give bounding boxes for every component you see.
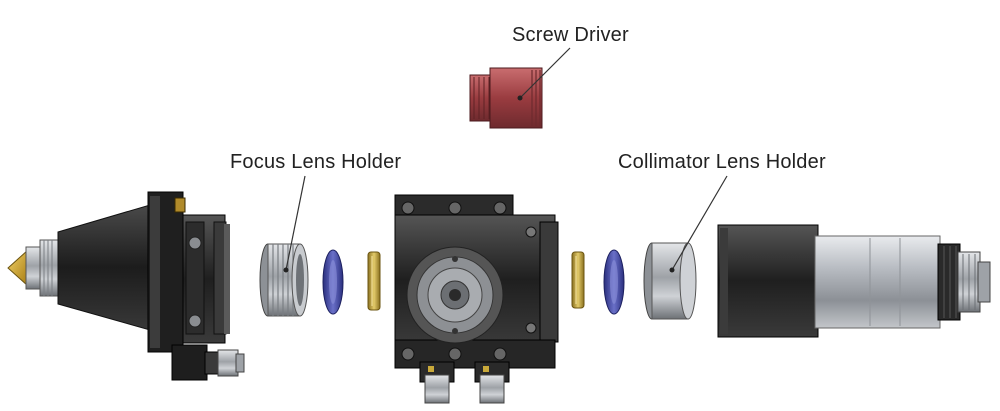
body-bottom-screw-3: [493, 347, 507, 361]
focus-lens-holder: [259, 243, 309, 317]
nozzle-collar: [25, 246, 41, 290]
focus-housing: [147, 191, 245, 381]
focus-housing-fitting: [171, 344, 208, 381]
focus-housing-top-bolt: [174, 197, 186, 213]
adjustment-knobs: [419, 361, 510, 404]
housing-screw-upper: [188, 236, 202, 250]
focus-leader-line: [285, 175, 306, 271]
focus-lens-holder-label: Focus Lens Holder: [230, 151, 402, 173]
screw-driver-leader-line: [519, 47, 571, 99]
body-top-screw-3: [493, 201, 507, 215]
nozzle-assembly: [7, 204, 151, 331]
collimator-body: [717, 224, 991, 338]
focus-leader-dot: [283, 267, 289, 273]
housing-screw-lower: [188, 314, 202, 328]
nozzle-thread: [39, 239, 59, 297]
collimator-lens-holder: [643, 242, 697, 320]
screw-driver-tool: [469, 67, 543, 129]
body-top-screw-2: [448, 201, 462, 215]
central-head-body: [394, 194, 559, 404]
collimator-leader-dot: [669, 267, 675, 273]
fitting-nut: [217, 349, 239, 377]
nozzle-cone: [57, 204, 151, 331]
body-center-aperture: [449, 289, 461, 301]
screw-driver-leader-dot: [517, 95, 523, 101]
collimator-leader-line: [671, 175, 728, 271]
body-bottom-screw-1: [401, 347, 415, 361]
nozzle-tip: [7, 248, 29, 288]
body-top-screw-1: [401, 201, 415, 215]
collimator-lens-holder-label: Collimator Lens Holder: [618, 151, 826, 173]
collimator-protective-window: [571, 251, 585, 309]
collimator-lens: [603, 249, 625, 315]
focus-lens: [322, 249, 344, 315]
focus-protective-window: [367, 251, 381, 311]
body-bottom-screw-2: [448, 347, 462, 361]
fiber-connector-base: [937, 243, 961, 321]
screw-driver-label: Screw Driver: [512, 24, 629, 46]
